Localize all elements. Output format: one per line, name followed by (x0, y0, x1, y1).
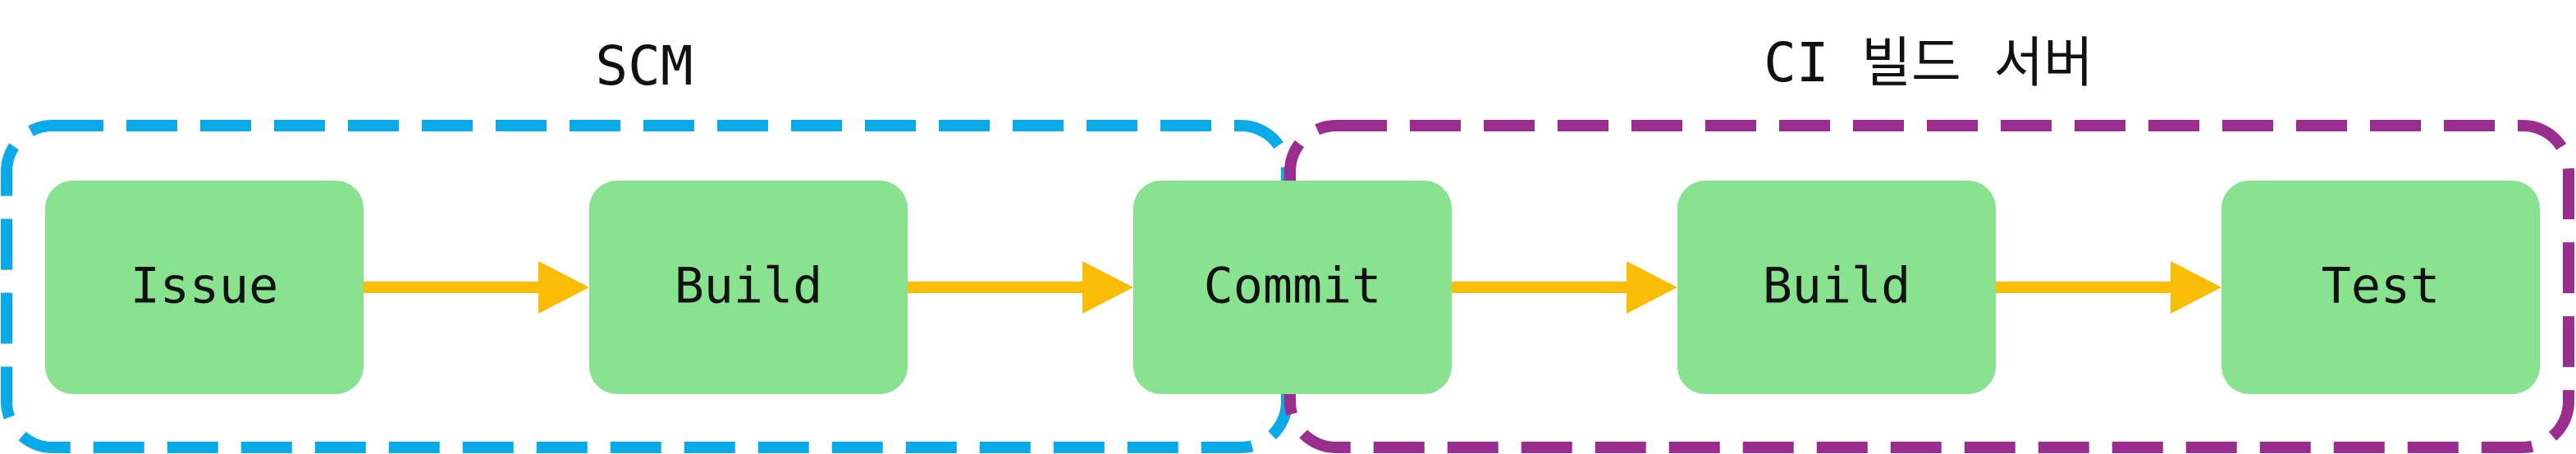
arrow-build-to-commit (908, 261, 1133, 314)
node-commit: Commit (1133, 181, 1452, 394)
node-test: Test (2221, 181, 2540, 394)
ci-group-label: CI 빌드 서버 (1764, 31, 2093, 94)
ci-group-box (1284, 120, 2574, 453)
node-test-label: Test (2322, 258, 2441, 315)
node-build-ci: Build (1677, 181, 1996, 394)
arrow-issue-to-build (364, 261, 589, 314)
scm-group-label: SCM (595, 34, 693, 98)
arrow-build-to-test (1996, 261, 2221, 314)
arrow-commit-to-build (1452, 261, 1677, 314)
node-build-scm-label: Build (675, 258, 823, 315)
node-issue: Issue (45, 181, 364, 394)
node-issue-label: Issue (130, 258, 279, 315)
node-commit-label: Commit (1204, 258, 1382, 315)
node-build-scm: Build (589, 181, 908, 394)
node-build-ci-label: Build (1763, 258, 1911, 315)
